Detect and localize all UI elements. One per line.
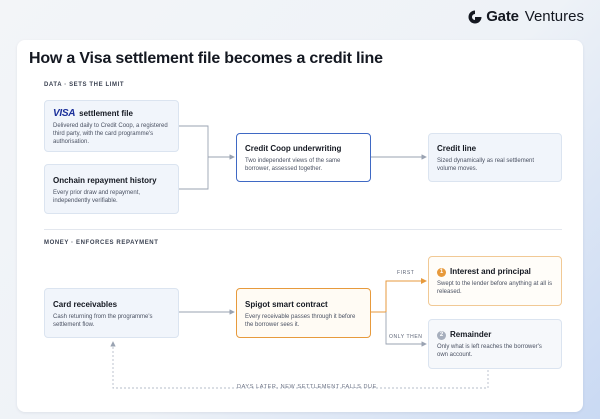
edge-settlement-to-merge bbox=[179, 125, 209, 157]
node-description: Two independent views of the same borrow… bbox=[245, 158, 341, 172]
node-title: Onchain repayment history bbox=[53, 176, 157, 185]
node-title: Credit Coop underwriting bbox=[245, 144, 342, 153]
node-interest-principal: 1 Interest and principal Swept to the len… bbox=[428, 256, 562, 306]
step-1-badge: 1 bbox=[437, 267, 446, 277]
node-credit-line: Credit line Sized dynamically as real se… bbox=[428, 133, 562, 182]
node-title-text: Remainder bbox=[450, 330, 492, 339]
section-divider bbox=[44, 229, 562, 230]
node-remainder: 2 Remainder Only what is left reaches the… bbox=[428, 319, 562, 369]
edge-spigot-to-remainder bbox=[385, 312, 427, 347]
brand-suffix: Ventures bbox=[524, 8, 584, 25]
node-underwriting: Credit Coop underwriting Two independent… bbox=[236, 133, 371, 182]
node-title: settlement file bbox=[79, 109, 133, 118]
node-description: Every receivable passes through it befor… bbox=[245, 314, 356, 328]
step-2-badge: 2 bbox=[437, 330, 446, 340]
node-description: Sized dynamically as real settlement vol… bbox=[437, 158, 535, 172]
section-label-money: MONEY · ENFORCES REPAYMENT bbox=[44, 240, 159, 246]
section-label-data: DATA · SETS THE LIMIT bbox=[44, 82, 125, 88]
gate-logo-icon bbox=[468, 10, 482, 23]
node-description: Every prior draw and repayment, independ… bbox=[53, 190, 141, 204]
node-title: 1 Interest and principal bbox=[437, 267, 553, 277]
node-title: Credit line bbox=[437, 144, 477, 153]
node-description: Swept to the lender before anything at a… bbox=[437, 281, 553, 295]
page-title: How a Visa settlement file becomes a cre… bbox=[29, 50, 383, 67]
edge-history-to-merge bbox=[179, 157, 209, 190]
edge-label-loop: DAYS LATER, NEW SETTLEMENT FALLS DUE bbox=[237, 384, 377, 390]
visa-logo: VISA bbox=[53, 108, 76, 119]
node-settlement-file: VISA settlement file Delivered daily to … bbox=[44, 100, 179, 152]
brand-logo: Gate Ventures bbox=[467, 8, 584, 25]
brand-name: Gate bbox=[486, 8, 519, 25]
node-title: Spigot smart contract bbox=[245, 300, 328, 309]
node-onchain-history: Onchain repayment history Every prior dr… bbox=[44, 164, 179, 214]
edge-label-first: FIRST bbox=[397, 270, 415, 276]
node-title: Card receivables bbox=[53, 300, 118, 309]
node-description: Delivered daily to Credit Coop, a regist… bbox=[53, 123, 168, 145]
edge-loop-back bbox=[110, 341, 489, 389]
node-spigot: Spigot smart contract Every receivable p… bbox=[236, 288, 371, 338]
edge-spigot-to-interest bbox=[371, 278, 427, 313]
node-title: 2 Remainder bbox=[437, 330, 553, 340]
node-title-text: Interest and principal bbox=[450, 267, 531, 276]
edge-label-only-then: ONLY THEN bbox=[389, 334, 423, 340]
node-description: Only what is left reaches the borrower's… bbox=[437, 344, 542, 358]
node-card-receivables: Card receivables Cash returning from the… bbox=[44, 288, 179, 338]
node-description: Cash returning from the programme's sett… bbox=[53, 314, 153, 328]
